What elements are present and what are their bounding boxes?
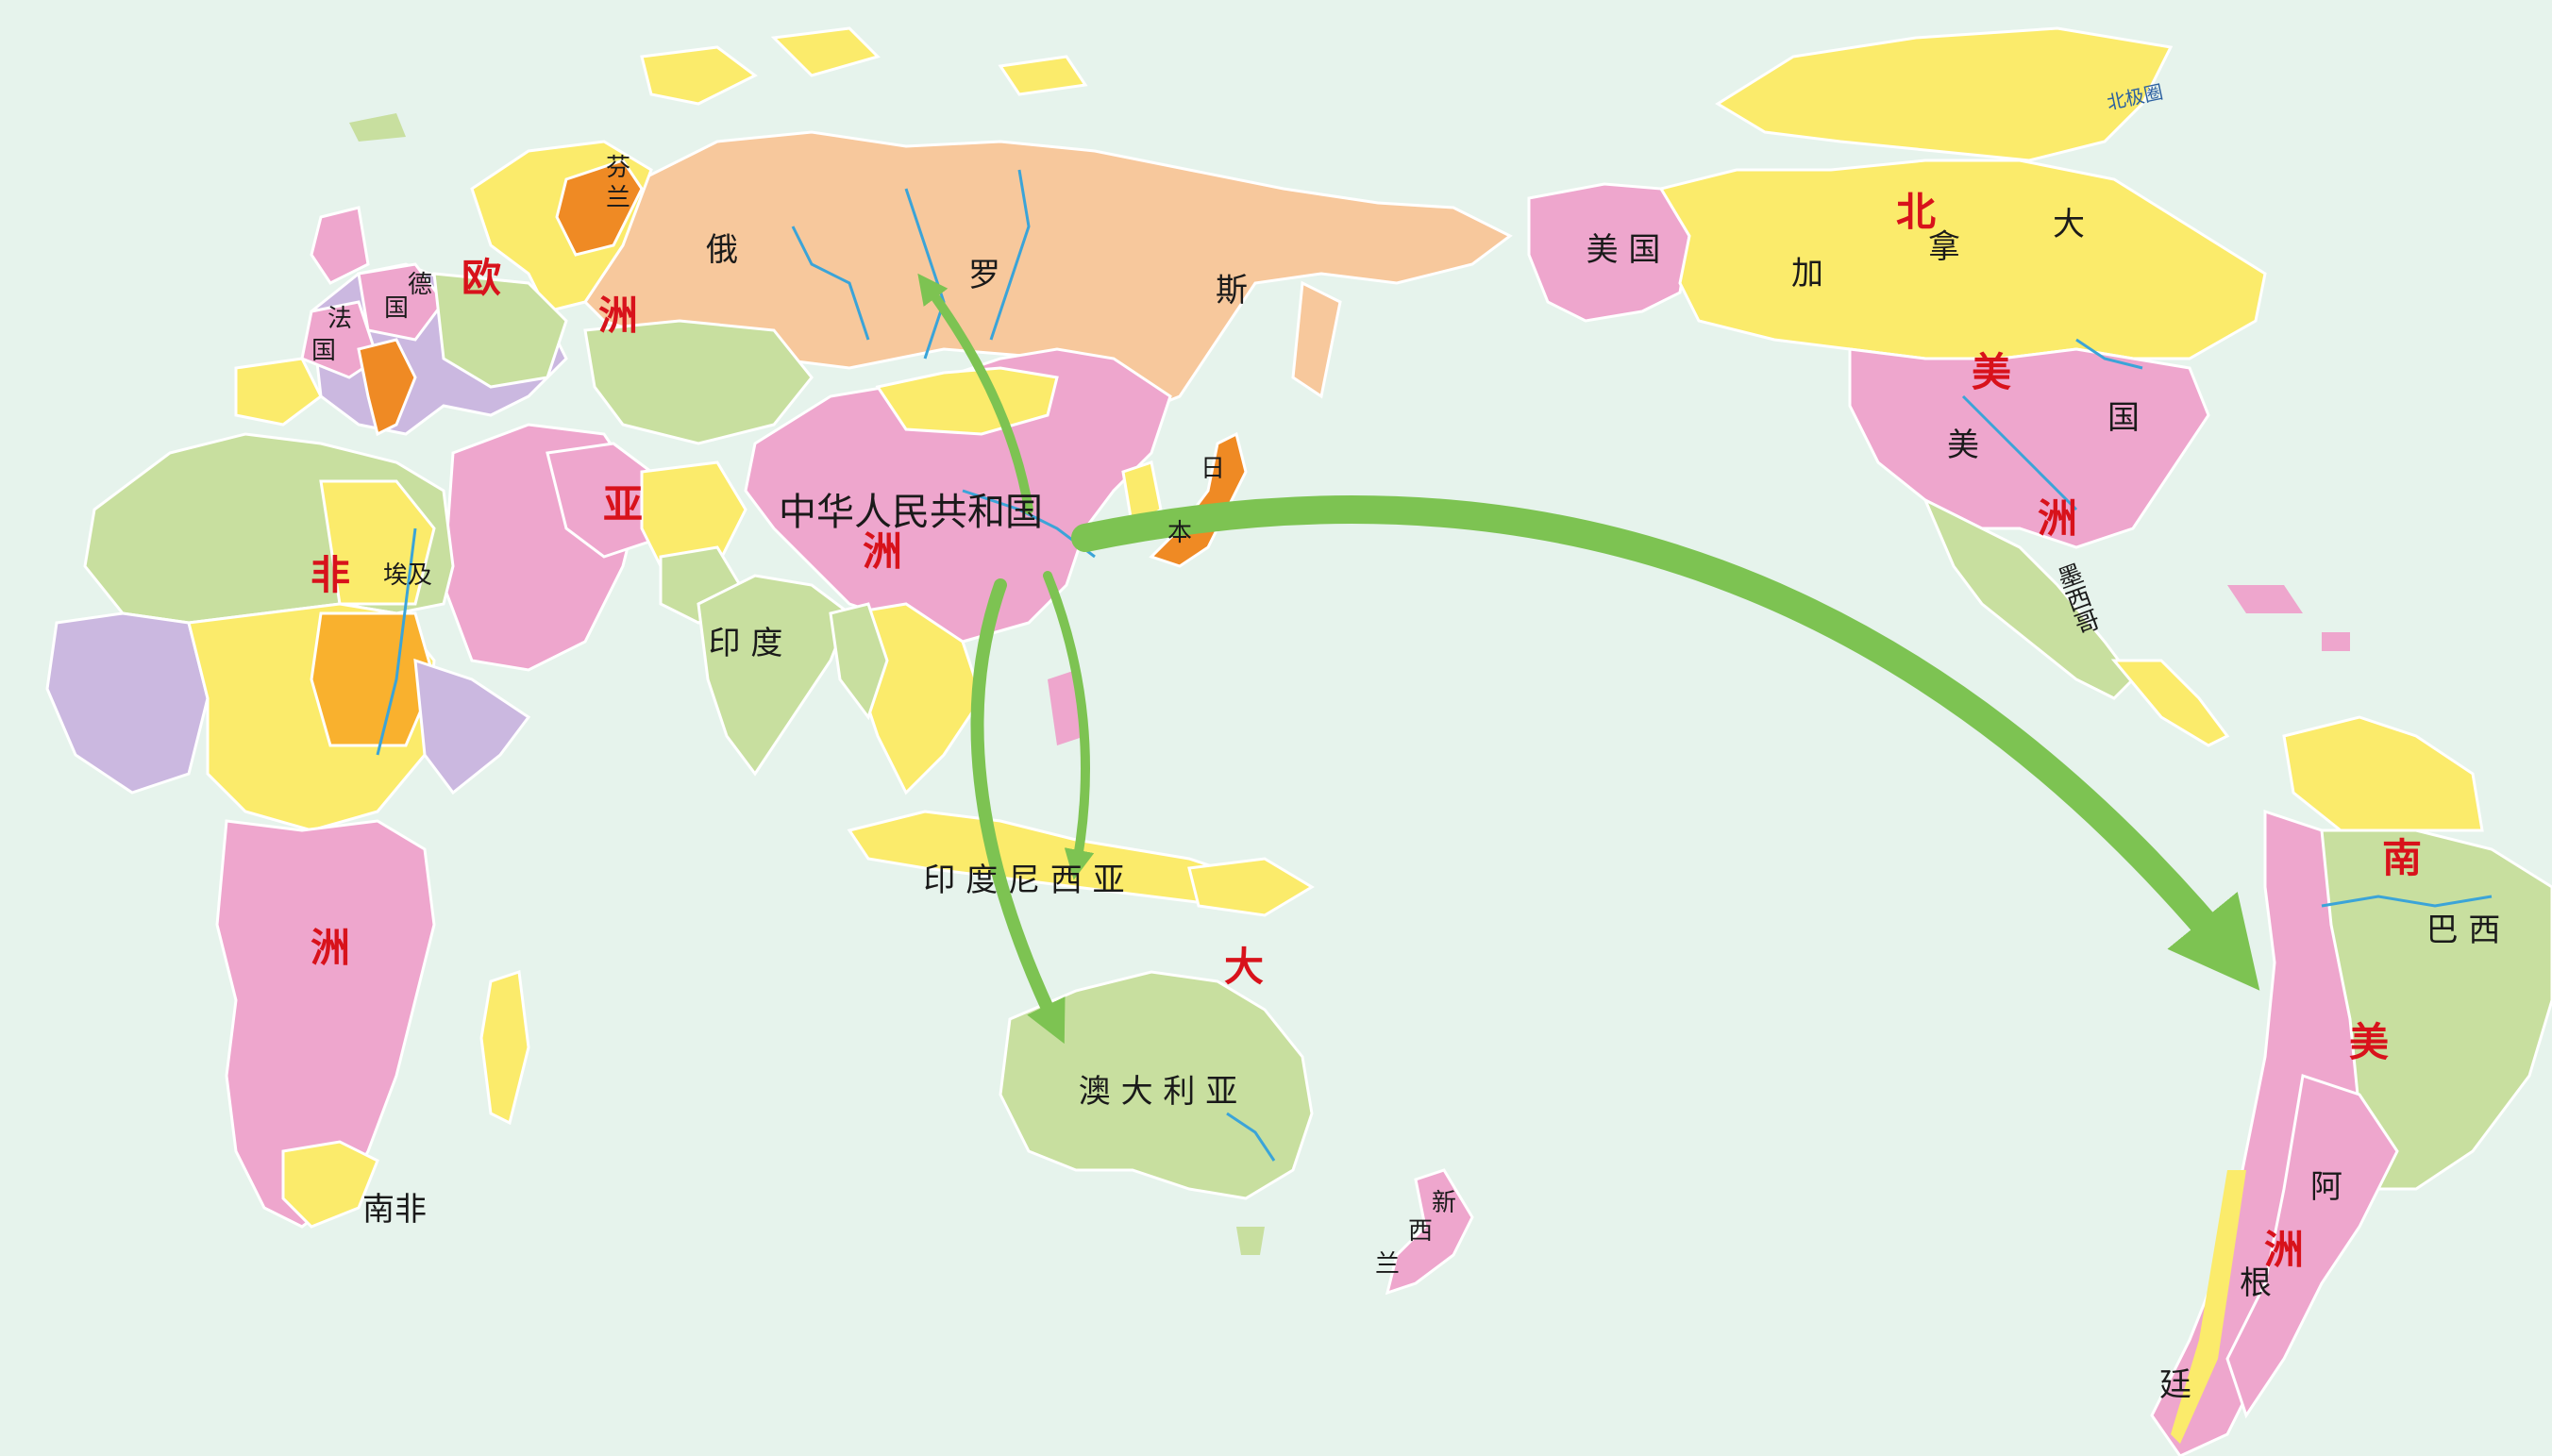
label-oceania: 大 — [1223, 944, 1265, 990]
label-usa-2: 国 — [2107, 399, 2140, 437]
label-asia-1: 亚 — [602, 481, 644, 527]
finland — [555, 159, 644, 257]
myanmar — [829, 602, 889, 721]
caribbean — [2227, 585, 2350, 651]
label-south-america-2: 美 — [2348, 1019, 2390, 1065]
label-argentina-3: 廷 — [2159, 1366, 2191, 1404]
germany — [357, 262, 445, 342]
south-america-north — [2282, 715, 2484, 832]
rivers — [376, 169, 2493, 1162]
africa-west — [45, 611, 210, 795]
label-argentina-2: 根 — [2240, 1264, 2272, 1302]
label-europe-2: 洲 — [597, 293, 639, 339]
label-germany-1: 德 — [407, 271, 433, 299]
label-china: 中华人民共和国 — [779, 491, 1043, 534]
label-canada-1: 加 — [1791, 255, 1823, 293]
eastern-europe — [432, 272, 568, 389]
alaska — [1527, 182, 1691, 323]
tasmania — [1236, 1227, 1265, 1255]
label-usa-1: 美 — [1947, 427, 1979, 464]
australia — [999, 970, 1314, 1200]
usa — [1848, 347, 2210, 549]
label-africa-1: 非 — [310, 552, 351, 598]
label-egypt: 埃及 — [382, 561, 433, 590]
label-north-america-1: 北 — [1895, 189, 1937, 235]
label-japan-1: 日 — [1200, 455, 1226, 483]
label-north-america-2: 美 — [1971, 349, 2012, 395]
south-africa — [281, 1140, 379, 1229]
andes-west — [2150, 809, 2361, 1456]
egypt — [319, 479, 436, 606]
india — [697, 574, 851, 777]
label-south-america-3: 洲 — [2263, 1227, 2305, 1273]
label-france-2: 国 — [311, 337, 337, 365]
argentina — [2225, 1074, 2399, 1419]
arrow-china-to-russia — [917, 273, 1033, 514]
mongolia — [875, 366, 1059, 436]
label-russia-2: 罗 — [968, 257, 1000, 294]
flow-arrows — [917, 273, 2260, 1045]
label-finland-2: 兰 — [605, 184, 631, 212]
kamchatka — [1291, 280, 1342, 399]
label-new-zealand-2: 西 — [1407, 1217, 1434, 1246]
iceland — [349, 113, 406, 142]
label-argentina-1: 阿 — [2310, 1168, 2342, 1206]
kazakhstan — [583, 319, 814, 445]
label-finland-1: 芬 — [605, 154, 631, 182]
italy — [357, 338, 417, 437]
label-japan-2: 本 — [1167, 519, 1193, 547]
arrow-china-to-australia — [970, 578, 1066, 1045]
label-brazil: 巴 西 — [2426, 912, 2501, 949]
label-russia-3: 斯 — [1216, 272, 1248, 310]
label-indonesia: 印 度 尼 西 亚 — [923, 862, 1125, 899]
label-france-1: 法 — [327, 305, 353, 333]
sudan — [310, 611, 436, 747]
label-canada-2: 拿 — [1928, 228, 1960, 266]
canada — [1658, 159, 2267, 360]
arctic-islands — [640, 26, 1088, 106]
label-canada-3: 大 — [2053, 206, 2085, 243]
iberia — [234, 357, 323, 427]
mexico — [1922, 496, 2135, 700]
label-new-zealand-3: 兰 — [1374, 1250, 1401, 1279]
new-zealand — [1385, 1168, 1474, 1296]
label-new-zealand-1: 新 — [1431, 1189, 1457, 1217]
horn-of-africa — [413, 658, 531, 795]
central-america — [2110, 659, 2230, 747]
new-guinea — [1187, 857, 1315, 917]
chile-strip — [2171, 1170, 2246, 1444]
label-south-africa: 南非 — [362, 1191, 427, 1229]
arrow-china-to-south-america — [1071, 495, 2260, 991]
label-russia-1: 俄 — [706, 231, 738, 269]
label-europe-1: 欧 — [461, 255, 502, 301]
britain — [310, 206, 370, 285]
label-north-america-3: 洲 — [2037, 495, 2078, 542]
label-india: 印 度 — [708, 625, 783, 662]
label-germany-2: 国 — [383, 294, 410, 323]
label-africa-2: 洲 — [310, 925, 351, 971]
label-asia-2: 洲 — [862, 528, 903, 575]
label-south-america-1: 南 — [2381, 835, 2423, 881]
label-australia: 澳 大 利 亚 — [1078, 1073, 1238, 1111]
label-alaska: 美 国 — [1586, 231, 1661, 269]
arrow-china-to-indonesia — [1043, 571, 1095, 880]
madagascar — [479, 969, 530, 1126]
greenland — [1715, 26, 2174, 162]
russia-region — [564, 130, 1513, 417]
